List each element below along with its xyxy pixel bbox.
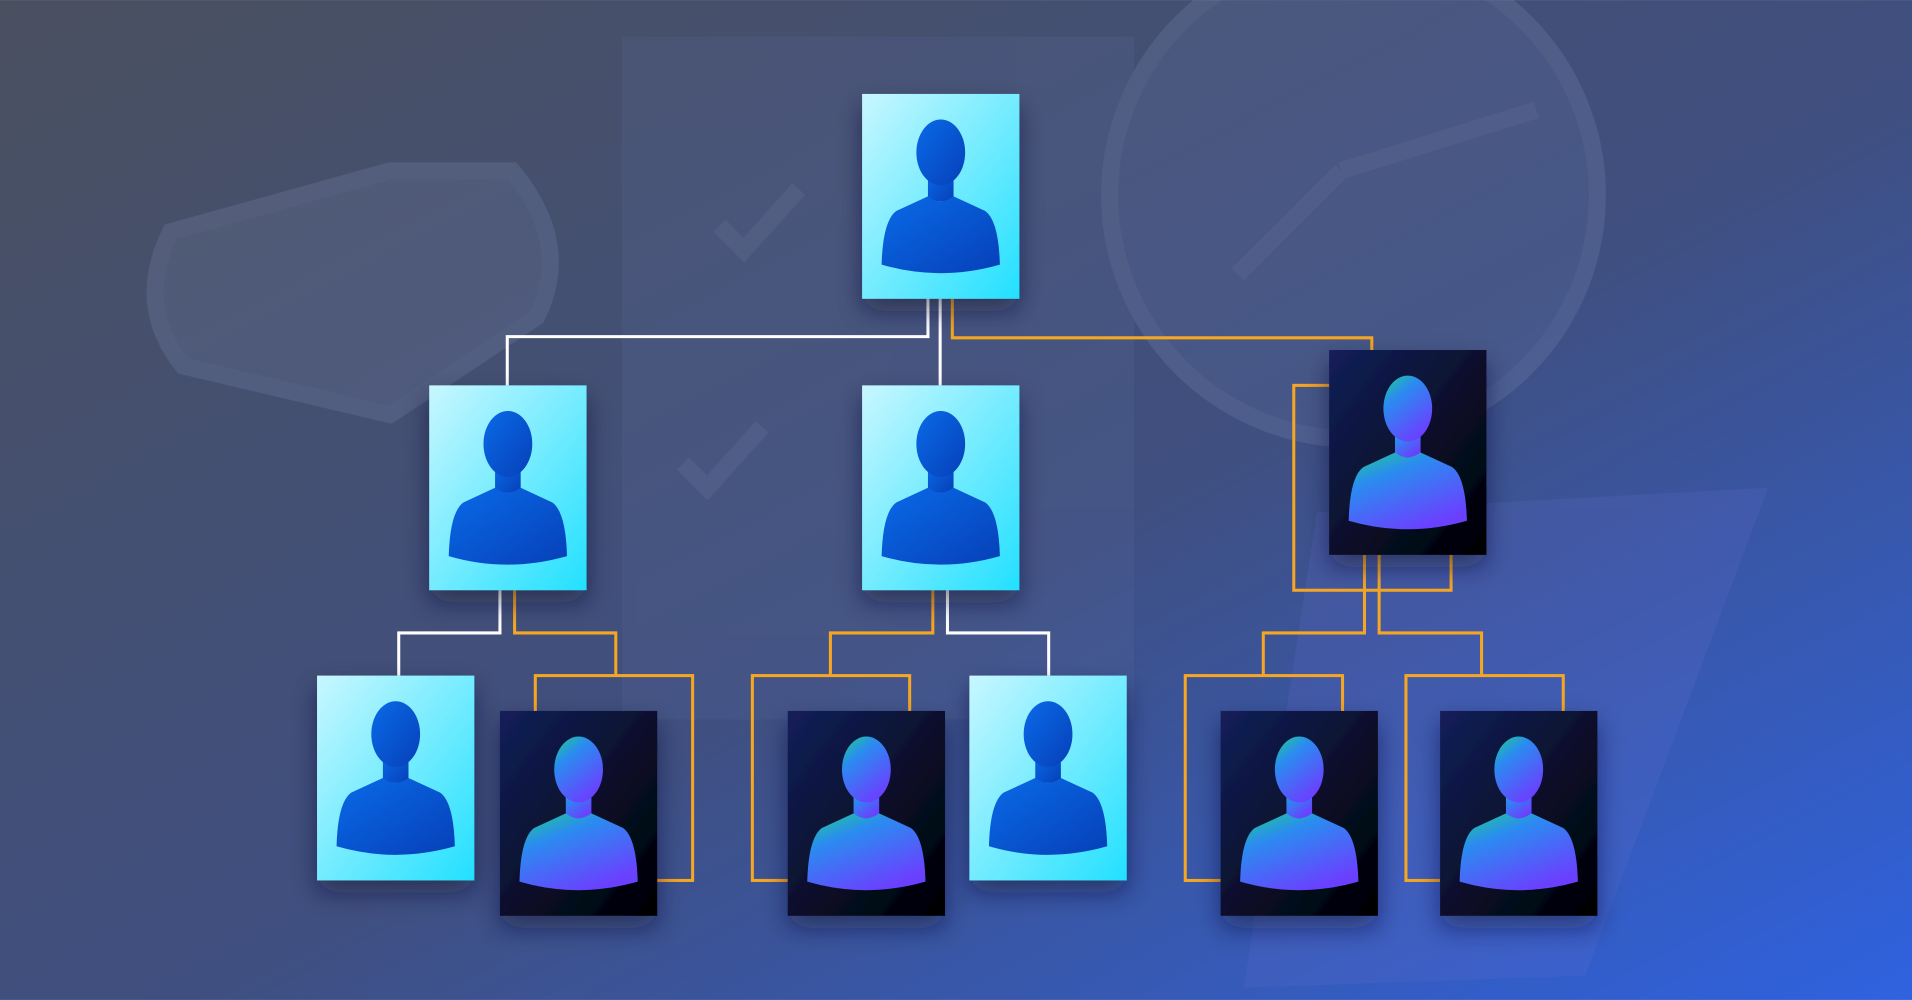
- connector-line: [950, 298, 1374, 351]
- connector-line: [1261, 554, 1367, 676]
- org-node-l3-6[interactable]: [1404, 674, 1598, 916]
- connector-line: [505, 298, 930, 386]
- connector-line: [397, 590, 502, 676]
- org-node-l2-left[interactable]: [429, 385, 587, 591]
- org-node-l3-2[interactable]: [499, 674, 695, 916]
- person-icon: [988, 701, 1108, 855]
- org-node-l3-5[interactable]: [1183, 674, 1378, 916]
- checkmark-icon: [713, 183, 806, 263]
- connector-lines: [397, 298, 1484, 676]
- connector-line: [513, 590, 618, 676]
- connector-line: [828, 590, 935, 676]
- person-icon: [336, 701, 455, 855]
- person-icon: [519, 736, 638, 891]
- person-icon: [1459, 736, 1578, 891]
- clock-hand-icon: [1231, 101, 1539, 281]
- person-icon: [448, 410, 568, 565]
- connector-line: [1377, 554, 1484, 676]
- connector-line: [945, 590, 1051, 676]
- org-node-l2-right[interactable]: [1292, 350, 1487, 592]
- person-icon: [881, 119, 1000, 274]
- org-node-root[interactable]: [862, 93, 1020, 299]
- org-node-l3-3[interactable]: [750, 674, 946, 916]
- org-node-l3-4[interactable]: [969, 675, 1127, 881]
- megaphone-icon: [146, 162, 559, 424]
- person-icon: [807, 736, 926, 891]
- org-node-l3-1[interactable]: [317, 675, 475, 881]
- person-icon: [1240, 736, 1359, 891]
- org-nodes: [317, 93, 1598, 916]
- person-icon: [1348, 375, 1467, 530]
- checkmark-icon: [676, 421, 769, 501]
- person-icon: [881, 410, 1000, 565]
- org-node-l2-middle[interactable]: [862, 385, 1020, 591]
